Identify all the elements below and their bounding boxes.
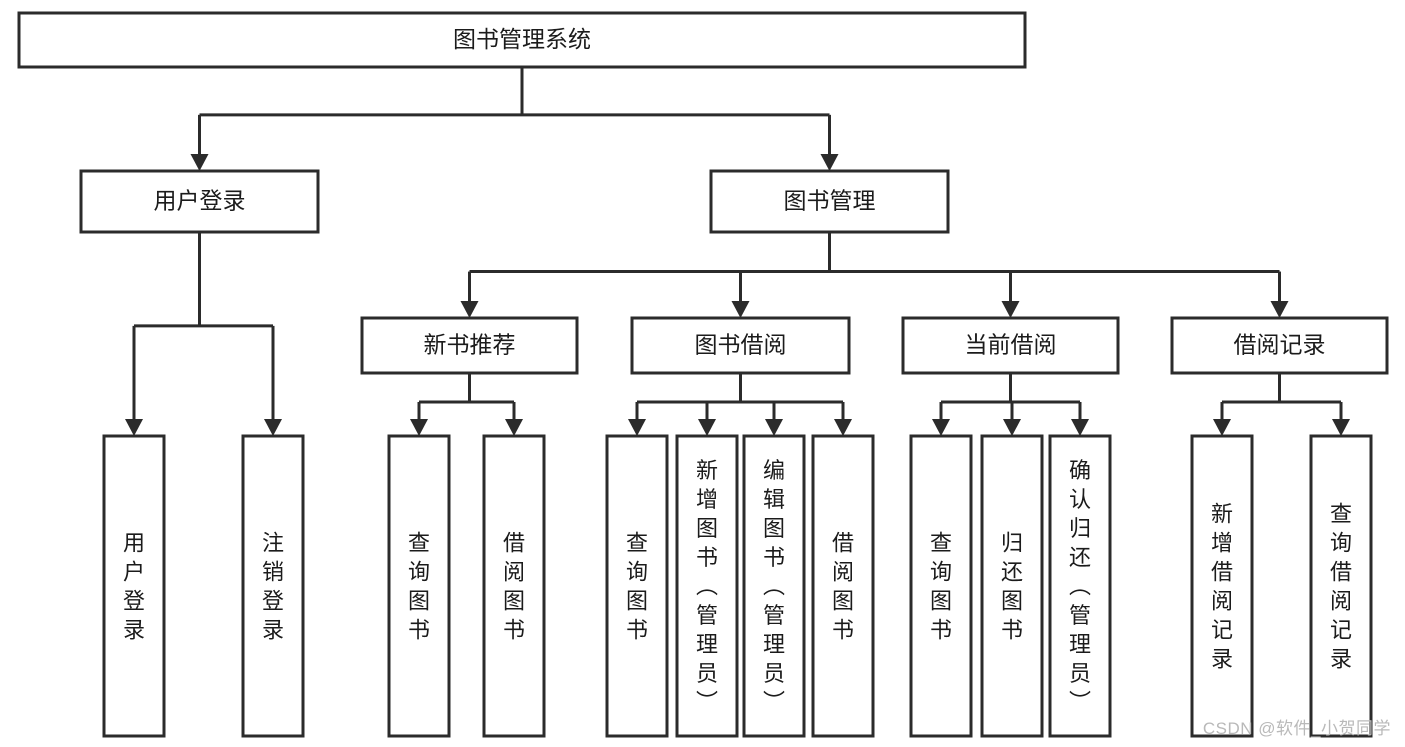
node-leaf-return-book[interactable]: 归还图书 — [980, 434, 1044, 738]
connector-group-login — [125, 232, 282, 436]
node-bookmgmt[interactable]: 图书管理 — [709, 169, 950, 234]
node-root[interactable]: 图书管理系统 — [17, 11, 1027, 69]
node-label: 新书推荐 — [424, 332, 516, 358]
node-label: 查询图书 — [930, 531, 952, 643]
node-borrow[interactable]: 图书借阅 — [630, 316, 851, 375]
connector-group-root — [190, 67, 839, 171]
node-leaf-borrow-book-new[interactable]: 借阅图书 — [482, 434, 546, 738]
node-label: 用户登录 — [123, 531, 145, 643]
node-layer: 图书管理系统用户登录图书管理新书推荐图书借阅当前借阅借阅记录用户登录注销登录查询… — [17, 11, 1389, 738]
connector-group-borrow — [628, 373, 852, 436]
connector-group-newbook — [410, 373, 523, 436]
arrow-head-icon — [125, 419, 143, 436]
node-leaf-query-book-borrow[interactable]: 查询图书 — [605, 434, 669, 738]
arrow-head-icon — [1003, 419, 1021, 436]
node-login[interactable]: 用户登录 — [79, 169, 320, 234]
arrow-head-icon — [698, 419, 716, 436]
node-label: 新增借阅记录 — [1211, 502, 1233, 672]
arrow-head-icon — [932, 419, 950, 436]
node-label: 注销登录 — [262, 531, 284, 643]
arrow-head-icon — [505, 419, 523, 436]
node-label: 借阅图书 — [832, 531, 854, 643]
node-leaf-query-book-new[interactable]: 查询图书 — [387, 434, 451, 738]
arrow-head-icon — [190, 154, 209, 171]
node-label: 用户登录 — [154, 188, 246, 214]
node-label: 查询借阅记录 — [1330, 502, 1352, 672]
watermark-text: CSDN @软件_小贺同学 — [1202, 719, 1391, 738]
arrow-head-icon — [1270, 301, 1289, 318]
node-label: 图书借阅 — [695, 332, 787, 358]
arrow-head-icon — [628, 419, 646, 436]
arrow-head-icon — [820, 154, 839, 171]
node-label: 借阅图书 — [503, 531, 525, 643]
arrow-head-icon — [264, 419, 282, 436]
connector-group-bookmgmt — [460, 232, 1289, 318]
node-label: 查询图书 — [626, 531, 648, 643]
node-leaf-add-book-admin[interactable]: 新增图书（管理员） — [675, 434, 739, 738]
node-label: 新增图书（管理员） — [696, 458, 718, 715]
node-leaf-borrow-book[interactable]: 借阅图书 — [811, 434, 875, 738]
edge-layer — [125, 67, 1350, 436]
node-leaf-query-book-current[interactable]: 查询图书 — [909, 434, 973, 738]
node-label: 确认归还（管理员） — [1069, 458, 1091, 715]
node-label: 编辑图书（管理员） — [763, 458, 785, 715]
arrow-head-icon — [765, 419, 783, 436]
arrow-head-icon — [1001, 301, 1020, 318]
node-leaf-user-login[interactable]: 用户登录 — [102, 434, 166, 738]
arrow-head-icon — [1213, 419, 1231, 436]
arrow-head-icon — [1071, 419, 1089, 436]
node-leaf-edit-book-admin[interactable]: 编辑图书（管理员） — [742, 434, 806, 738]
node-leaf-user-logout[interactable]: 注销登录 — [241, 434, 305, 738]
arrow-head-icon — [731, 301, 750, 318]
node-label: 图书管理系统 — [453, 26, 591, 52]
node-current[interactable]: 当前借阅 — [901, 316, 1120, 375]
node-leaf-add-record[interactable]: 新增借阅记录 — [1190, 434, 1254, 738]
node-label: 图书管理 — [784, 188, 876, 214]
node-label: 借阅记录 — [1234, 332, 1326, 358]
node-label: 归还图书 — [1001, 531, 1023, 643]
node-leaf-confirm-return-admin[interactable]: 确认归还（管理员） — [1048, 434, 1112, 738]
arrow-head-icon — [460, 301, 479, 318]
arrow-head-icon — [1332, 419, 1350, 436]
node-records[interactable]: 借阅记录 — [1170, 316, 1389, 375]
node-label: 当前借阅 — [965, 332, 1057, 358]
connector-group-records — [1213, 373, 1350, 436]
node-label: 查询图书 — [408, 531, 430, 643]
arrow-head-icon — [410, 419, 428, 436]
node-newbook[interactable]: 新书推荐 — [360, 316, 579, 375]
node-leaf-query-record[interactable]: 查询借阅记录 — [1309, 434, 1373, 738]
arrow-head-icon — [834, 419, 852, 436]
connector-group-current — [932, 373, 1089, 436]
